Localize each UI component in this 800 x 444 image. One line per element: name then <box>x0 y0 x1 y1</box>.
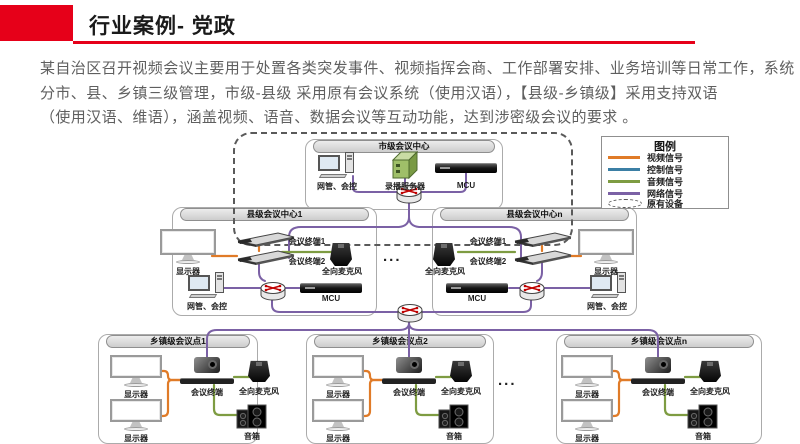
countyn-router-icon <box>519 282 545 301</box>
city-mcu-label: MCU <box>456 181 476 190</box>
t1-display2-icon <box>110 399 162 431</box>
countyn-mcu-icon <box>446 283 508 293</box>
body-line-1: 某自治区召开视频会议主要用于处置各类突发事件、视频指挥会商、工作部署安排、业务培… <box>40 60 795 77</box>
accent-block <box>0 5 73 41</box>
distribution-router-icon <box>397 304 423 323</box>
countyn-display-label: 显示器 <box>594 267 618 276</box>
county1-terminal1-label: 会议终端1 <box>288 237 326 246</box>
tn-terminal-label: 会议终端 <box>642 388 674 397</box>
t2-mic-icon <box>450 360 472 382</box>
legacy-equipment-dashed-icon <box>608 198 642 208</box>
countyn-terminal2-label: 会议终端2 <box>469 257 507 266</box>
t1-terminal-label: 会议终端 <box>191 388 223 397</box>
county1-display-icon <box>160 229 216 264</box>
county1-terminal2-label: 会议终端2 <box>288 257 326 266</box>
body-line-3: （使用汉语、维语），涵盖视频、语音、数据会议等互动功能，达到涉密级会议的要求 。 <box>40 109 638 126</box>
network-signal-line-icon <box>608 191 640 195</box>
county1-mcu-icon <box>300 283 362 293</box>
countyn-nms-computer-icon <box>590 272 628 300</box>
tn-mic-label: 全向麦克风 <box>690 387 730 396</box>
video-signal-line-icon <box>608 155 640 159</box>
county1-mcu-label: MCU <box>321 294 341 303</box>
township-2-title: 乡镇级会议点2 <box>314 335 486 348</box>
t2-display1-icon <box>312 355 364 387</box>
t1-display1-icon <box>110 355 162 387</box>
t1-display2-label: 显示器 <box>124 434 148 443</box>
t1-speaker-icon <box>236 404 267 429</box>
tn-speaker-icon <box>687 404 718 429</box>
county1-mic-label: 全向麦克风 <box>322 267 362 276</box>
page-title: 行业案例- 党政 <box>89 15 236 38</box>
tn-display2-label: 显示器 <box>575 434 599 443</box>
body-paragraph: 某自治区召开视频会议主要用于处置各类突发事件、视频指挥会商、工作部署安排、业务培… <box>40 57 796 131</box>
county1-nms-computer-icon <box>188 272 226 300</box>
legend-item-legacy: 原有设备 <box>608 198 683 209</box>
tn-speaker-label: 音箱 <box>695 432 711 441</box>
county1-nms-label: 网管、会控 <box>187 302 227 311</box>
countyn-terminal2-icon <box>514 250 572 265</box>
countyn-mic-label: 全向麦克风 <box>425 267 465 276</box>
accent-underline <box>73 41 695 44</box>
body-line-2: 分市、县、乡镇三级管理，市级-县级 采用原有会议系统（使用汉语），【县级-乡镇级… <box>40 84 718 102</box>
t1-display1-label: 显示器 <box>124 390 148 399</box>
t2-display2-label: 显示器 <box>326 434 350 443</box>
township-ellipsis: ... <box>498 372 517 389</box>
recording-server-icon <box>392 151 418 179</box>
countyn-terminal1-label: 会议终端1 <box>469 237 507 246</box>
county-ellipsis: ... <box>383 248 402 265</box>
city-nms-computer-icon <box>318 152 356 180</box>
t2-speaker-label: 音箱 <box>446 432 462 441</box>
t2-mic-label: 全向麦克风 <box>441 387 481 396</box>
tn-terminal-base-icon <box>631 378 685 384</box>
t1-mic-label: 全向麦克风 <box>239 387 279 396</box>
t2-display1-label: 显示器 <box>326 390 350 399</box>
countyn-nms-label: 网管、会控 <box>587 302 627 311</box>
legend-title: 图例 <box>654 141 676 153</box>
tn-display2-icon <box>561 399 613 431</box>
county1-router-icon <box>260 282 286 301</box>
township-1-title: 乡镇级会议点1 <box>106 335 250 348</box>
t2-camera-icon <box>396 357 422 373</box>
t2-terminal-base-icon <box>382 378 436 384</box>
recording-server-label: 录播服务器 <box>385 182 425 191</box>
county1-mic-icon <box>330 242 352 266</box>
city-mcu-icon <box>435 163 497 173</box>
countyn-mic-icon <box>433 242 455 266</box>
t2-display2-icon <box>312 399 364 431</box>
tn-mic-icon <box>699 360 721 382</box>
countyn-terminal1-icon <box>514 232 572 247</box>
legend-box: 图例 视频信号 控制信号 音频信号 网络信号 原有设备 <box>601 136 729 209</box>
audio-signal-line-icon <box>608 179 640 183</box>
t2-terminal-label: 会议终端 <box>393 388 425 397</box>
t2-speaker-icon <box>438 404 469 429</box>
countyn-display-icon <box>578 229 634 264</box>
tn-display1-icon <box>561 355 613 387</box>
t1-mic-icon <box>248 360 270 382</box>
control-signal-line-icon <box>608 167 640 171</box>
tn-camera-icon <box>645 357 671 373</box>
countyn-mcu-label: MCU <box>467 294 487 303</box>
township-n-title: 乡镇级会议点n <box>564 335 754 348</box>
t1-speaker-label: 音箱 <box>244 432 260 441</box>
t1-terminal-base-icon <box>180 378 234 384</box>
city-nms-label: 网管、会控 <box>317 182 357 191</box>
legend-item-network: 网络信号 <box>608 188 683 199</box>
tn-display1-label: 显示器 <box>575 390 599 399</box>
legend-item-video: 视频信号 <box>608 152 683 163</box>
t1-camera-icon <box>194 357 220 373</box>
legend-item-control: 控制信号 <box>608 164 683 175</box>
county1-display-label: 显示器 <box>176 267 200 276</box>
legend-item-audio: 音频信号 <box>608 176 683 187</box>
